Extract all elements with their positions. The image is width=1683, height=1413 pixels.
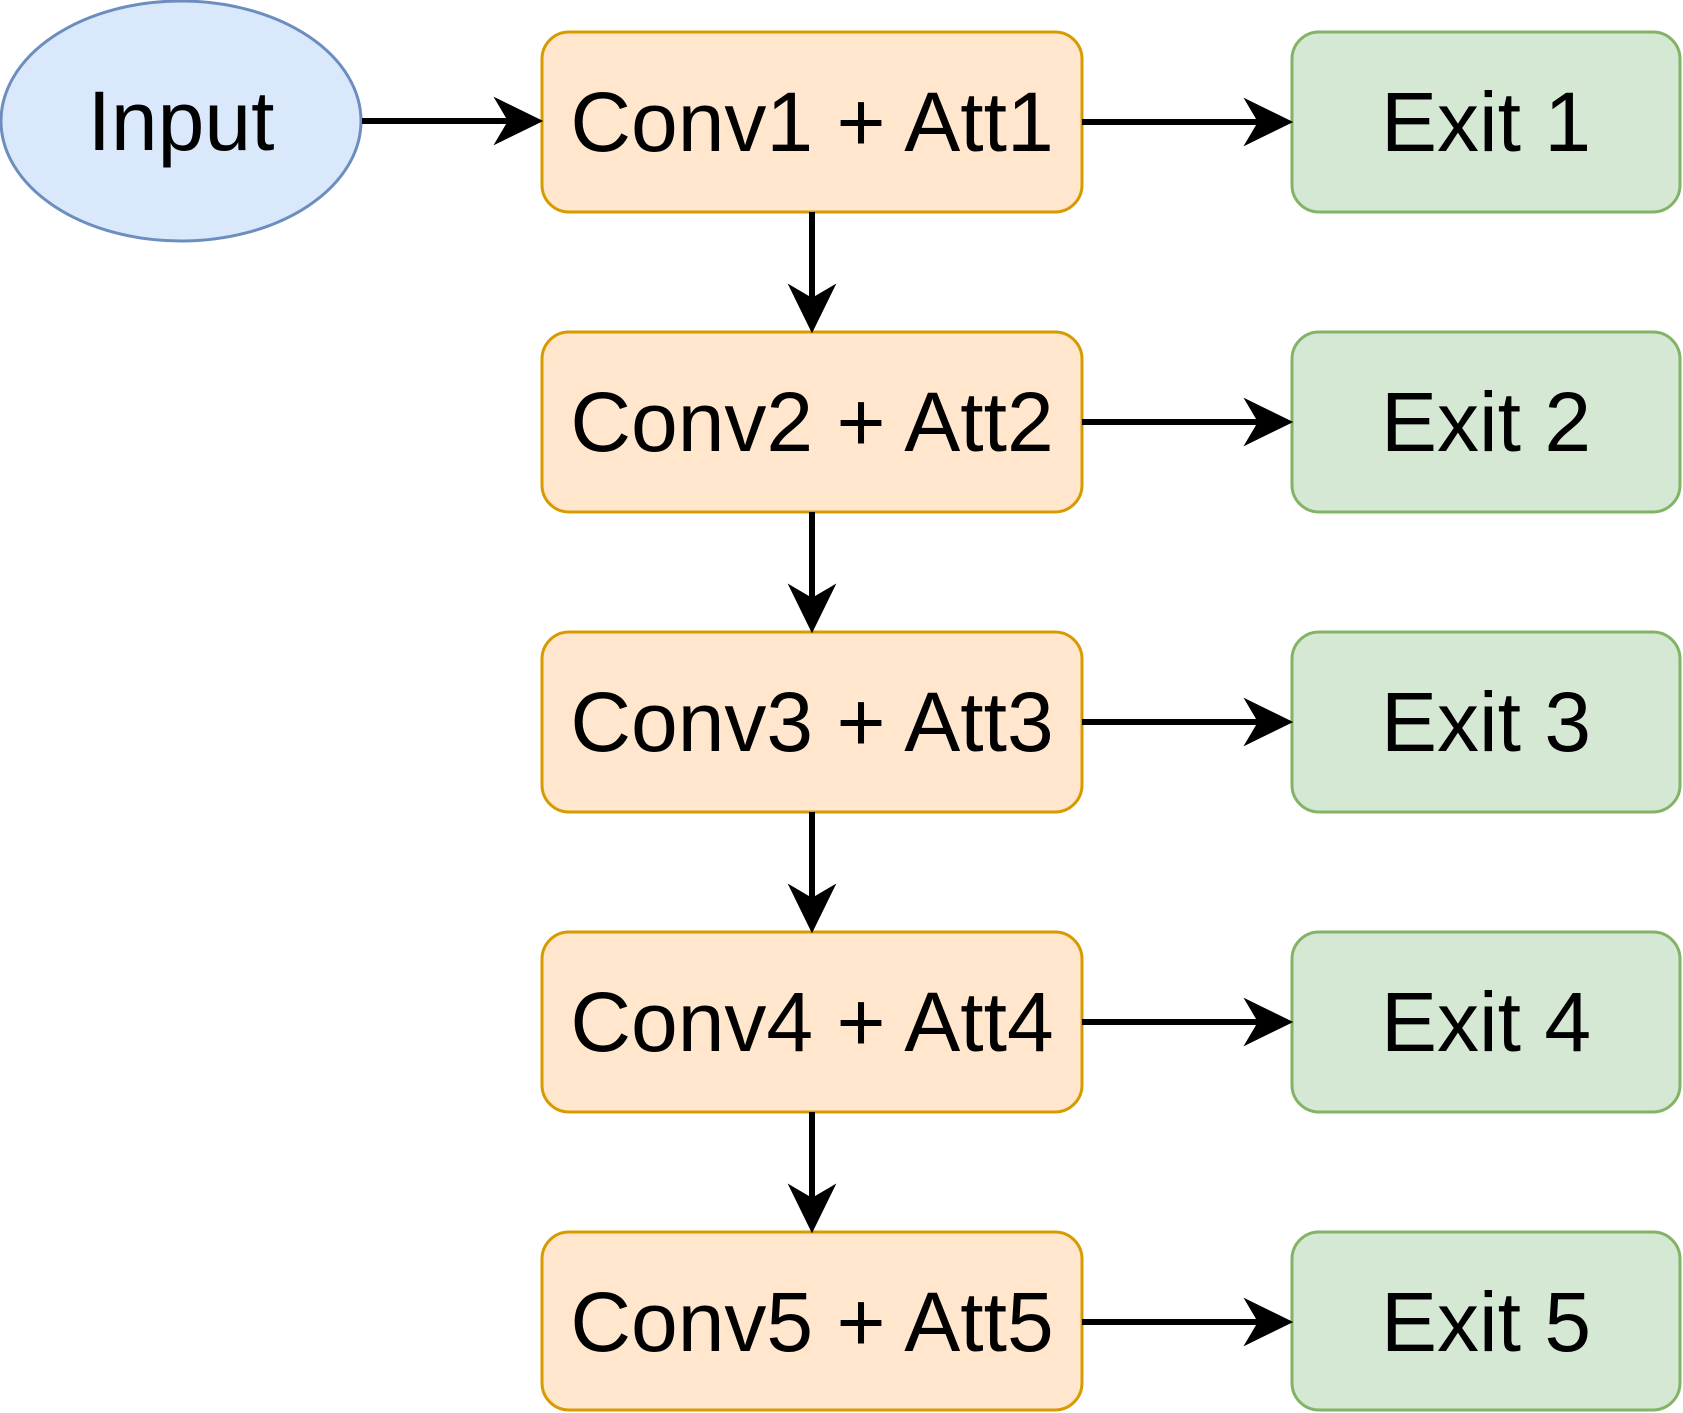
edge-conv3-to-exit3 [1082, 697, 1294, 747]
arrowhead-right-icon [1243, 697, 1294, 747]
edge-conv2-to-exit2 [1082, 397, 1294, 447]
edge-conv1-to-exit1 [1082, 97, 1294, 147]
arrowhead-right-icon [1243, 397, 1294, 447]
conv-block-5-label: Conv5 + Att5 [570, 1275, 1053, 1369]
arrowhead-right-icon [1243, 97, 1294, 147]
arrowhead-right-icon [1243, 997, 1294, 1047]
arrowhead-down-icon [787, 583, 837, 634]
conv-block-3-label: Conv3 + Att3 [570, 675, 1053, 769]
edge-input-to-conv1 [362, 96, 544, 146]
conv-block-4: Conv4 + Att4 [540, 930, 1084, 1114]
input-ellipse [0, 0, 363, 243]
exit-node-5: Exit 5 [1290, 1230, 1682, 1412]
edge-conv3-to-conv4 [787, 812, 837, 934]
exit-node-4: Exit 4 [1290, 930, 1682, 1114]
conv-block-4-label: Conv4 + Att4 [570, 975, 1053, 1069]
arrowhead-right-icon [1243, 1297, 1294, 1347]
edge-conv5-to-exit5 [1082, 1297, 1294, 1347]
edge-conv4-to-exit4 [1082, 997, 1294, 1047]
exit-node-5-box [1290, 1230, 1682, 1412]
conv-block-5: Conv5 + Att5 [540, 1230, 1084, 1412]
exit-node-3: Exit 3 [1290, 630, 1682, 814]
conv-block-1: Conv1 + Att1 [540, 30, 1084, 214]
edge-conv2-to-conv3 [787, 512, 837, 634]
exit-node-5-label: Exit 5 [1381, 1275, 1591, 1369]
edge-conv4-to-conv5 [787, 1112, 837, 1234]
conv-block-3: Conv3 + Att3 [540, 630, 1084, 814]
arrowhead-down-icon [787, 1183, 837, 1234]
input-label: Input [88, 74, 275, 168]
exit-node-3-label: Exit 3 [1381, 675, 1591, 769]
conv-block-1-label: Conv1 + Att1 [570, 75, 1053, 169]
edge-conv1-to-conv2 [787, 212, 837, 334]
exit-node-2-label: Exit 2 [1381, 375, 1591, 469]
arrowhead-down-icon [787, 883, 837, 934]
arrowhead-right-icon [493, 96, 544, 146]
input-node: Input [0, 0, 363, 243]
exit-node-1: Exit 1 [1290, 30, 1682, 214]
exit-node-2: Exit 2 [1290, 330, 1682, 514]
conv-block-2: Conv2 + Att2 [540, 330, 1084, 514]
arrowhead-down-icon [787, 283, 837, 334]
conv-block-2-label: Conv2 + Att2 [570, 375, 1053, 469]
exit-node-1-label: Exit 1 [1381, 75, 1591, 169]
exit-node-4-label: Exit 4 [1381, 975, 1591, 1069]
